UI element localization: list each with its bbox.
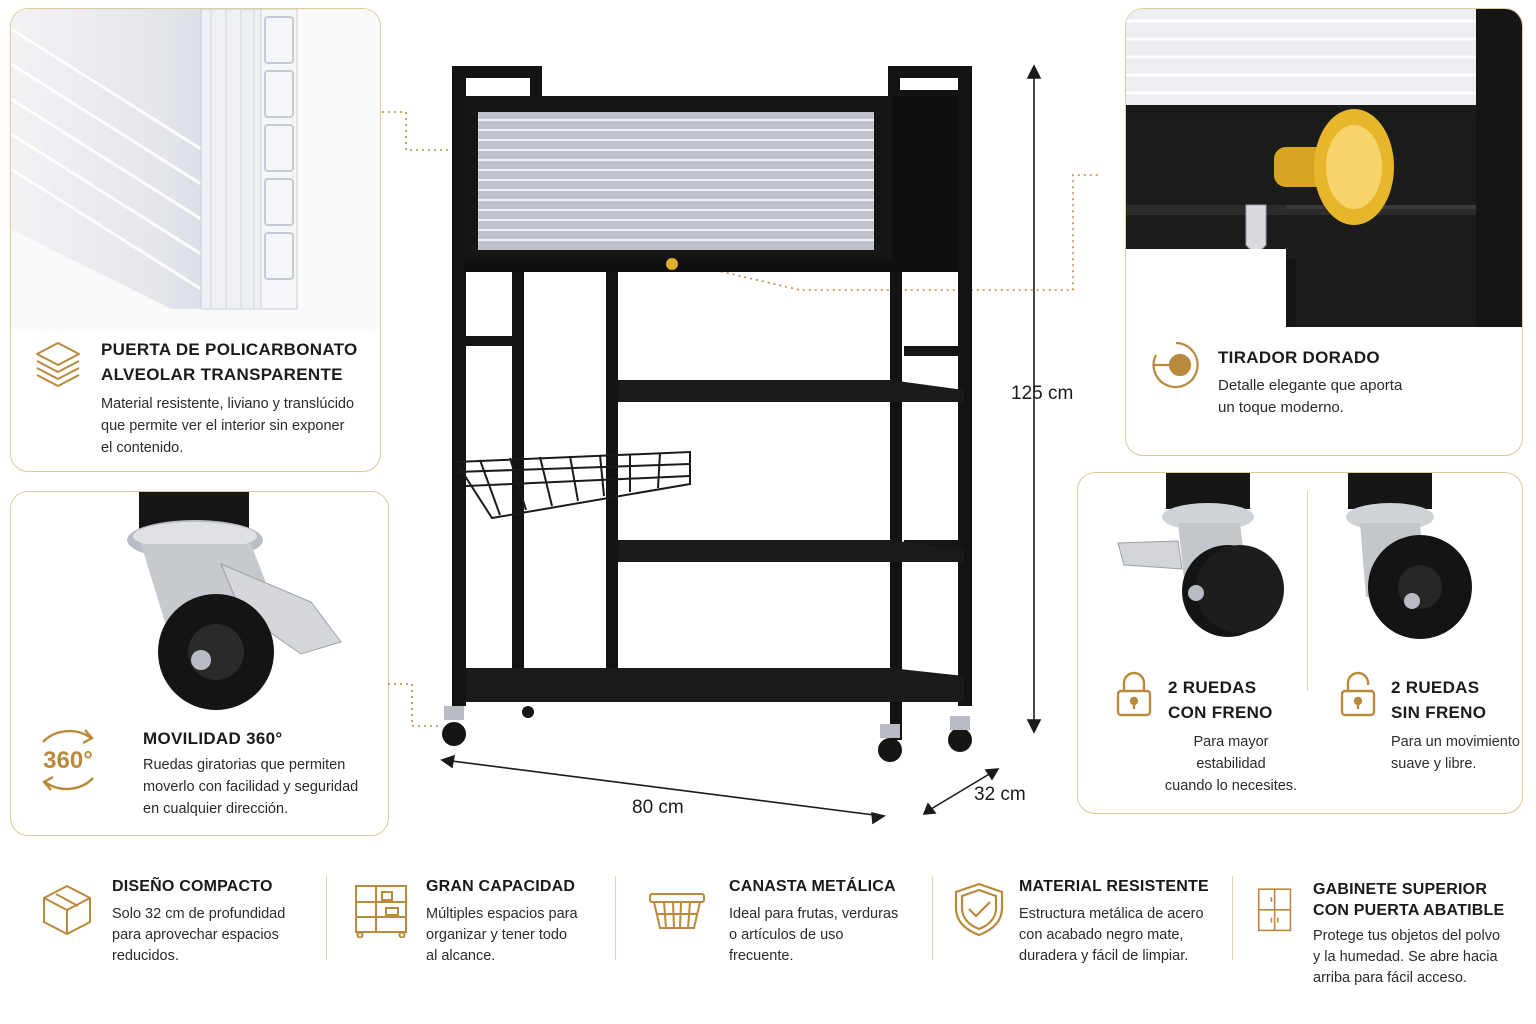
mobility-card: 360° MOVILIDAD 360° Ruedas giratorias qu… bbox=[10, 491, 389, 836]
feature-basket-desc-line2: o artículos de uso bbox=[729, 927, 844, 943]
handle-card: TIRADOR DORADO Detalle elegante que apor… bbox=[1125, 8, 1523, 456]
feature-basket-desc-line3: frecuente. bbox=[729, 948, 794, 964]
feature-compact: DISEÑO COMPACTO Solo 32 cm de profundida… bbox=[38, 876, 318, 996]
feature-capacity: GRAN CAPACIDAD Múltiples espacios para o… bbox=[352, 876, 602, 996]
mobility-title: MOVILIDAD 360° bbox=[143, 729, 283, 748]
knob-icon bbox=[1152, 341, 1199, 389]
polycarbonate-photo bbox=[11, 9, 380, 329]
feature-compact-desc-line2: para aprovechar espacios bbox=[112, 927, 279, 943]
free-desc-line1: Para un movimiento bbox=[1391, 734, 1520, 750]
brake-desc-line2: estabilidad bbox=[1196, 756, 1266, 772]
door-title-line1: PUERTA DE POLICARBONATO bbox=[101, 340, 358, 359]
brake-title-line1: 2 RUEDAS bbox=[1168, 678, 1257, 697]
free-title-line2: SIN FRENO bbox=[1391, 703, 1487, 722]
depth-dimension: 32 cm bbox=[974, 784, 1026, 805]
mobility-desc-line1: Ruedas giratorias que permiten bbox=[143, 757, 346, 773]
cabinet-icon bbox=[1257, 888, 1292, 932]
feature-divider bbox=[932, 876, 933, 960]
gold-handle-photo bbox=[1126, 9, 1522, 327]
free-title-line1: 2 RUEDAS bbox=[1391, 678, 1480, 697]
lock-closed-icon bbox=[1116, 671, 1152, 717]
free-wheel-photo bbox=[1346, 473, 1472, 639]
door-desc-line1: Material resistente, liviano y translúci… bbox=[101, 396, 355, 412]
caster-wheel-photo bbox=[11, 492, 388, 712]
width-dimension: 80 cm bbox=[632, 797, 684, 818]
lock-open-icon bbox=[1340, 671, 1376, 717]
mobility-desc-line2: moverlo con facilidad y seguridad bbox=[143, 779, 359, 795]
door-desc-line2: que permite ver el interior sin exponer bbox=[101, 418, 345, 434]
feature-cabinet-title-line2: CON PUERTA ABATIBLE bbox=[1313, 902, 1505, 919]
feature-basket-desc-line1: Ideal para frutas, verduras bbox=[729, 906, 899, 922]
free-desc-line2: suave y libre. bbox=[1391, 756, 1477, 772]
feature-material-desc-line3: duradera y fácil de limpiar. bbox=[1019, 948, 1189, 964]
feature-material-desc-line1: Estructura metálica de acero bbox=[1019, 906, 1204, 922]
feature-capacity-desc-line3: al alcance. bbox=[426, 948, 496, 964]
handle-desc-line1: Detalle elegante que aporta bbox=[1218, 377, 1403, 394]
feature-material: MATERIAL RESISTENTE Estructura metálica … bbox=[950, 876, 1240, 996]
kitchen-cart-illustration bbox=[382, 64, 1100, 825]
handle-title: TIRADOR DORADO bbox=[1218, 348, 1380, 367]
feature-material-desc-line2: con acabado negro mate, bbox=[1019, 927, 1184, 943]
feature-cabinet-desc-line3: arriba para fácil acceso. bbox=[1313, 970, 1467, 986]
feature-capacity-desc-line1: Múltiples espacios para bbox=[426, 906, 578, 922]
door-material-card: PUERTA DE POLICARBONATO ALVEOLAR TRANSPA… bbox=[10, 8, 381, 472]
brake-title-line2: CON FRENO bbox=[1168, 703, 1273, 722]
feature-cabinet-desc-line1: Protege tus objetos del polvo bbox=[1313, 928, 1501, 944]
feature-compact-desc-line1: Solo 32 cm de profundidad bbox=[112, 906, 286, 922]
feature-capacity-title: GRAN CAPACIDAD bbox=[426, 878, 576, 895]
feature-cabinet-desc-line2: y la humedad. Se abre hacia bbox=[1313, 949, 1498, 965]
feature-divider bbox=[326, 876, 327, 960]
height-dimension: 125 cm bbox=[1011, 383, 1074, 404]
door-desc-line3: el contenido. bbox=[101, 440, 184, 456]
feature-capacity-desc-line2: organizar y tener todo bbox=[426, 927, 568, 943]
feature-cabinet-title-line1: GABINETE SUPERIOR bbox=[1313, 881, 1488, 898]
feature-material-title: MATERIAL RESISTENTE bbox=[1019, 878, 1209, 895]
feature-divider bbox=[1232, 876, 1233, 960]
door-title-line2: ALVEOLAR TRANSPARENTE bbox=[101, 365, 343, 384]
shield-check-icon bbox=[954, 882, 1004, 937]
rotate-360-icon: 360° bbox=[42, 729, 94, 791]
basket-icon bbox=[649, 893, 705, 929]
shelves-icon bbox=[355, 885, 407, 938]
brake-desc-line1: Para mayor bbox=[1193, 734, 1269, 750]
cube-icon bbox=[43, 884, 91, 936]
feature-compact-desc-line3: reducidos. bbox=[112, 948, 179, 964]
brake-desc-line3: cuando lo necesites. bbox=[1164, 778, 1298, 794]
feature-divider bbox=[615, 876, 616, 960]
wheels-card: 2 RUEDAS CON FRENO Para mayor estabilida… bbox=[1077, 472, 1523, 814]
feature-compact-title: DISEÑO COMPACTO bbox=[112, 878, 273, 895]
brake-wheel-photo bbox=[1117, 473, 1284, 637]
layers-icon bbox=[36, 342, 80, 387]
wheels-divider bbox=[1307, 491, 1308, 691]
feature-cabinet: GABINETE SUPERIOR CON PUERTA ABATIBLE Pr… bbox=[1252, 876, 1532, 996]
mobility-desc-line3: en cualquier dirección. bbox=[143, 801, 289, 817]
handle-desc-line2: un toque moderno. bbox=[1218, 399, 1344, 416]
feature-basket-title: CANASTA METÁLICA bbox=[729, 878, 896, 895]
feature-basket: CANASTA METÁLICA Ideal para frutas, verd… bbox=[642, 876, 917, 996]
rotate-360-badge: 360° bbox=[43, 747, 93, 774]
